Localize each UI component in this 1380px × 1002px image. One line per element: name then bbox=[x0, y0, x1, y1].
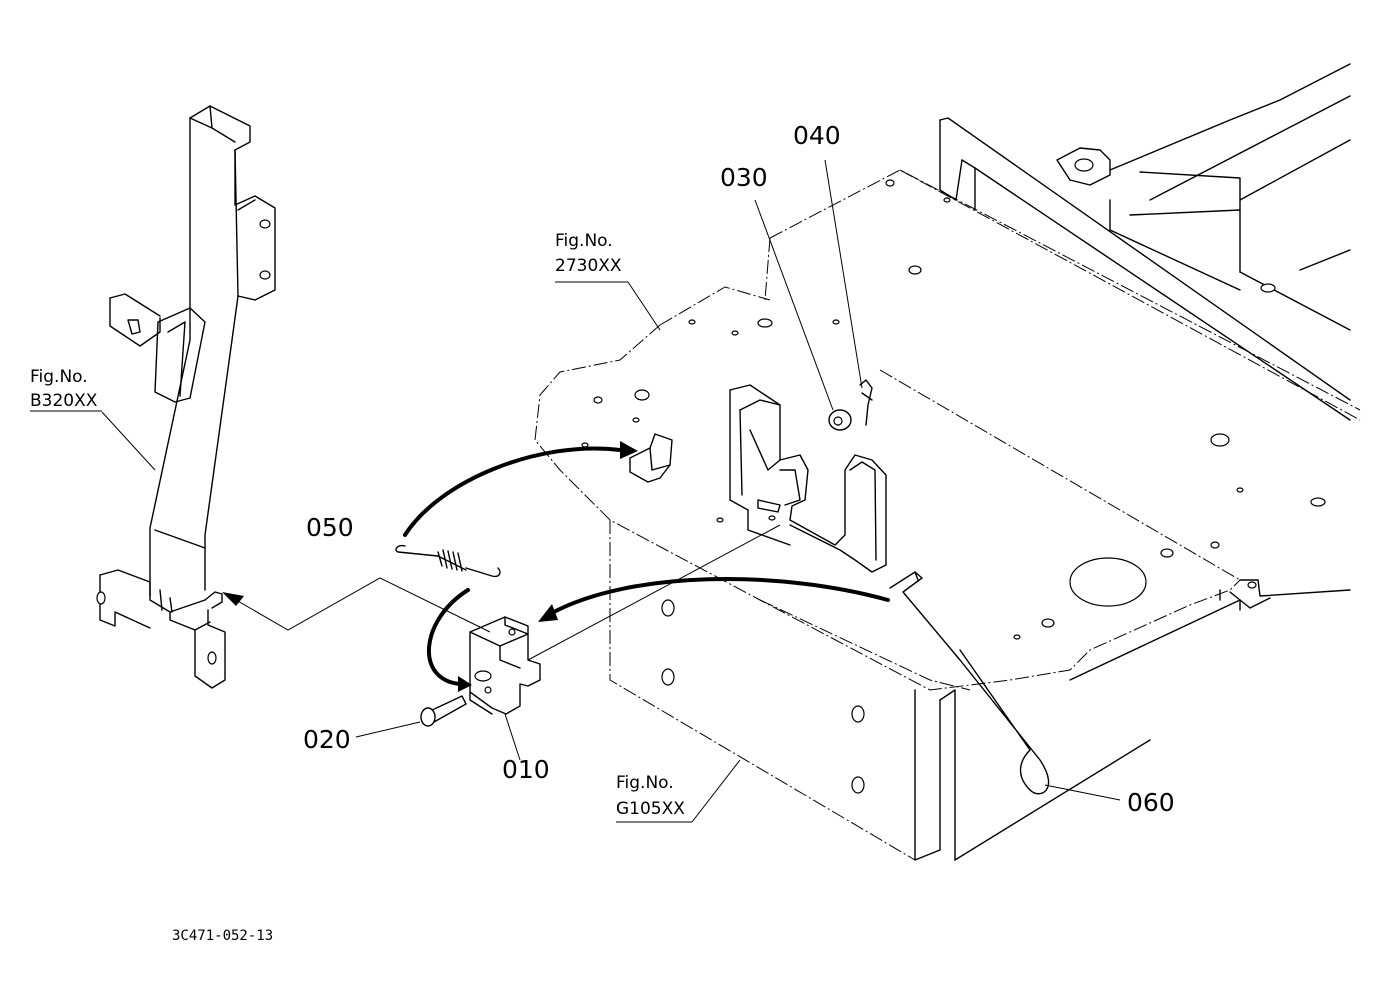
figure-ref-label: Fig.No. bbox=[616, 773, 674, 793]
snap-pin-060 bbox=[889, 571, 1050, 795]
assembly-arrows bbox=[222, 441, 890, 692]
figure-ref-label: Fig.No. bbox=[555, 231, 613, 251]
figure-ref-code: G105XX bbox=[616, 799, 685, 819]
spring-050 bbox=[395, 544, 501, 578]
part-label-010: 010 bbox=[502, 755, 550, 784]
part-label-020: 020 bbox=[303, 725, 351, 754]
left-frame bbox=[96, 105, 276, 689]
figure-ref-code: B320XX bbox=[30, 391, 98, 411]
part-label-060: 060 bbox=[1127, 788, 1175, 817]
part-label-040: 040 bbox=[793, 121, 841, 150]
leader-lines bbox=[101, 159, 1121, 823]
figure-ref-b320: Fig.No. B320XX bbox=[30, 367, 102, 412]
platform-plate bbox=[534, 169, 1361, 861]
figure-ref-label: Fig.No. bbox=[30, 367, 88, 387]
figure-ref-2730: Fig.No. 2730XX bbox=[555, 231, 628, 283]
drawing-code: 3C471-052-13 bbox=[172, 928, 273, 944]
rear-frame bbox=[939, 63, 1351, 421]
clevis-pin-020 bbox=[420, 695, 467, 727]
figure-ref-code: 2730XX bbox=[555, 256, 622, 276]
spring-tab bbox=[629, 433, 673, 483]
clip-pin-040 bbox=[859, 379, 873, 426]
part-label-030: 030 bbox=[720, 163, 768, 192]
figure-ref-g105: Fig.No. G105XX bbox=[616, 773, 692, 823]
washer-030 bbox=[828, 409, 852, 431]
latch-bracket bbox=[729, 384, 887, 573]
part-label-050: 050 bbox=[306, 513, 354, 542]
latch-plate-010 bbox=[469, 616, 541, 715]
